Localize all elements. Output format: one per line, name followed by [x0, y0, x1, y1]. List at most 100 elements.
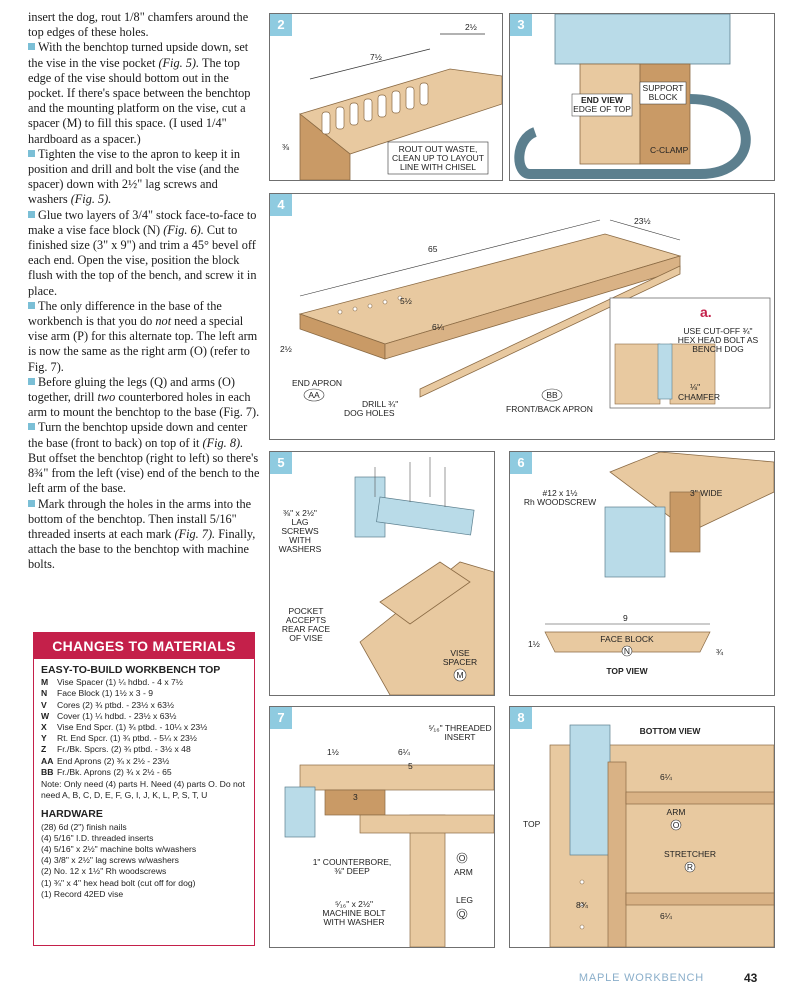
fig6-top-view: TOP VIEW — [606, 666, 648, 676]
paragraph-text: Before gluing the legs (Q) and arms (O) … — [28, 374, 236, 405]
figure-6-drawing: #12 x 1½ Rh WOODSCREW 3" WIDE 9 FACE BLO… — [524, 452, 774, 676]
fig6-screw-2: Rh WOODSCREW — [524, 497, 596, 507]
body-paragraph: Turn the benchtop upside down and center… — [28, 420, 260, 496]
part-code: N — [41, 688, 48, 699]
part-row: X Vise End Spcr. (1) ¾ ptbd. - 10¼ x 23½ — [41, 722, 248, 733]
fig2-callout-3: LINE WITH CHISEL — [400, 162, 476, 172]
fig7-o: O — [459, 853, 466, 863]
body-paragraph: Before gluing the legs (Q) and arms (O) … — [28, 375, 260, 421]
paragraph-emphasis: (Fig. 7). — [174, 526, 216, 541]
fig8-top: TOP — [523, 819, 541, 829]
part-code: V — [41, 699, 47, 710]
figure-4-drawing: 65 23½ 5½ 6¼ 2½ END APRON AA DRILL ¾" DO… — [280, 216, 771, 418]
fig6-dim-3: ¾ — [716, 647, 724, 657]
fig4-detail-3: BENCH DOG — [692, 344, 743, 354]
paragraph-text: The only difference in the base of the w… — [28, 298, 222, 329]
fig4-detail-2: HEX HEAD BOLT AS — [678, 335, 759, 345]
body-text-column: insert the dog, rout 1/8" chamfers aroun… — [28, 10, 260, 573]
figure-5-number: 5 — [270, 452, 292, 474]
fig7-insert-1: ⁵⁄₁₆" THREADED — [428, 723, 491, 733]
fig8-dim-6b: 6¼ — [660, 911, 673, 921]
part-code: X — [41, 722, 47, 733]
fig4-aa: AA — [308, 390, 320, 400]
fig4-chamfer-1: ⅛" — [690, 382, 700, 392]
figure-3-number: 3 — [510, 14, 532, 36]
fig3-end-view: END VIEW — [581, 95, 624, 105]
paragraph-text: Finally, attach the base to the benchtop… — [28, 526, 256, 572]
fig6-n: N — [624, 646, 630, 656]
fig3-support-2: BLOCK — [649, 92, 678, 102]
body-paragraph: The only difference in the base of the w… — [28, 299, 260, 375]
figure-7-number: 7 — [270, 707, 292, 729]
part-row: Y Rt. End Spcr. (1) ¾ ptbd. - 5¼ x 23½ — [41, 733, 248, 744]
part-description: Cover (1) ¼ hdbd. - 23½ x 63½ — [57, 710, 177, 721]
paragraph-emphasis: two — [97, 390, 116, 405]
fig3-c-clamp: C-CLAMP — [650, 145, 689, 155]
paragraph-emphasis: (Fig. 5). — [70, 192, 112, 207]
bullet-square-icon — [28, 499, 35, 507]
figure-5: 5 ⅜" x 2½" LAG SCREWS WITH WASHERS POCKE… — [269, 451, 495, 696]
bullet-square-icon — [28, 149, 35, 157]
figure-4-number: 4 — [270, 194, 292, 216]
fig8-r: R — [687, 862, 693, 872]
hardware-item: (2) No. 12 x 1½" Rh woodscrews — [41, 866, 167, 877]
page-number: 43 — [744, 971, 758, 985]
materials-note: Note: Only need (4) parts H. Need (4) pa… — [41, 779, 245, 801]
fig4-dim-6: 6¼ — [432, 322, 445, 332]
fig5-lag-4: WITH — [289, 535, 311, 545]
body-paragraph: Tighten the vise to the apron to keep it… — [28, 147, 260, 208]
hardware-list: (28) 6d (2") finish nails(4) 5/16" I.D. … — [41, 822, 248, 900]
part-description: Fr./Bk. Aprons (2) ¾ x 2½ - 65 — [57, 766, 172, 777]
fig7-arm: ARM — [454, 867, 473, 877]
bullet-square-icon — [28, 301, 35, 309]
figure-8-drawing: BOTTOM VIEW TOP 6¼ ARM O STRETCHER R 8¾ … — [523, 724, 774, 947]
part-description: Vise End Spcr. (1) ¾ ptbd. - 10¼ x 23½ — [57, 722, 208, 733]
figure-4: 4 65 23½ 5½ 6¼ 2½ END APRON AA DRILL ¾" … — [269, 193, 775, 440]
figure-2: 2 2½ 7½ ⅜ ROUT OUT WASTE, CLEAN UP TO LA… — [269, 13, 503, 181]
fig7-dim-1: 1½ — [327, 747, 339, 757]
paragraph-fraction: 1/8 — [123, 10, 140, 24]
hardware-item: (28) 6d (2") finish nails — [41, 821, 127, 832]
fig4-detail-1: USE CUT-OFF ¾" — [683, 326, 752, 336]
body-paragraph: Mark through the holes in the arms into … — [28, 497, 260, 573]
fig6-wide: 3" WIDE — [690, 488, 723, 498]
figure-2-drawing: 2½ 7½ ⅜ ROUT OUT WASTE, CLEAN UP TO LAYO… — [282, 22, 502, 180]
fig4-dim-5: 5½ — [400, 296, 412, 306]
figure-8-number: 8 — [510, 707, 532, 729]
part-description: Rt. End Spcr. (1) ¾ ptbd. - 5¼ x 23½ — [57, 733, 197, 744]
fig5-spacer-1: VISE — [450, 648, 470, 658]
part-code: Z — [41, 744, 47, 755]
paragraph-text: Glue two layers of 3/4" stock face-to-fa… — [28, 207, 257, 237]
fig6-dim-1: 1½ — [528, 639, 540, 649]
fig7-counterbore-1: 1" COUNTERBORE, — [313, 857, 392, 867]
figure-7: 7 ⁵⁄₁₆" THREADED INSERT 1½ 6¼ 5 3 1" COU… — [269, 706, 495, 948]
part-description: Vise Spacer (1) ¼ hdbd. - 4 x 7½ — [57, 677, 183, 688]
fig8-stretcher: STRETCHER — [664, 849, 716, 859]
fig4-chamfer-2: CHAMFER — [678, 392, 720, 402]
part-code: AA — [41, 755, 54, 766]
bullet-square-icon — [28, 377, 35, 385]
fig7-insert-2: INSERT — [444, 732, 475, 742]
fig6-face-block: FACE BLOCK — [600, 634, 654, 644]
fig7-bolt-2: MACHINE BOLT — [322, 908, 385, 918]
part-code: Y — [41, 733, 47, 744]
fig5-pocket-1: POCKET — [289, 606, 324, 616]
hardware-heading: HARDWARE — [41, 808, 103, 821]
part-code: BB — [41, 766, 54, 777]
hardware-item: (4) 5/16" x 2½" machine bolts w/washers — [41, 844, 197, 855]
figure-6-number: 6 — [510, 452, 532, 474]
fig8-bottom-view: BOTTOM VIEW — [640, 726, 702, 736]
hardware-item: (1) Record 42ED vise — [41, 888, 124, 899]
fig4-end-apron: END APRON — [292, 378, 342, 388]
hardware-item: (4) 5/16" I.D. threaded inserts — [41, 832, 154, 843]
fig7-leg: LEG — [456, 895, 473, 905]
fig7-dim-3: 3 — [353, 792, 358, 802]
fig8-arm: ARM — [667, 807, 686, 817]
hardware-item: (1) ¾" x 4" hex head bolt (cut off for d… — [41, 877, 196, 888]
fig4-dim-23: 23½ — [634, 216, 651, 226]
part-code: W — [41, 710, 50, 721]
